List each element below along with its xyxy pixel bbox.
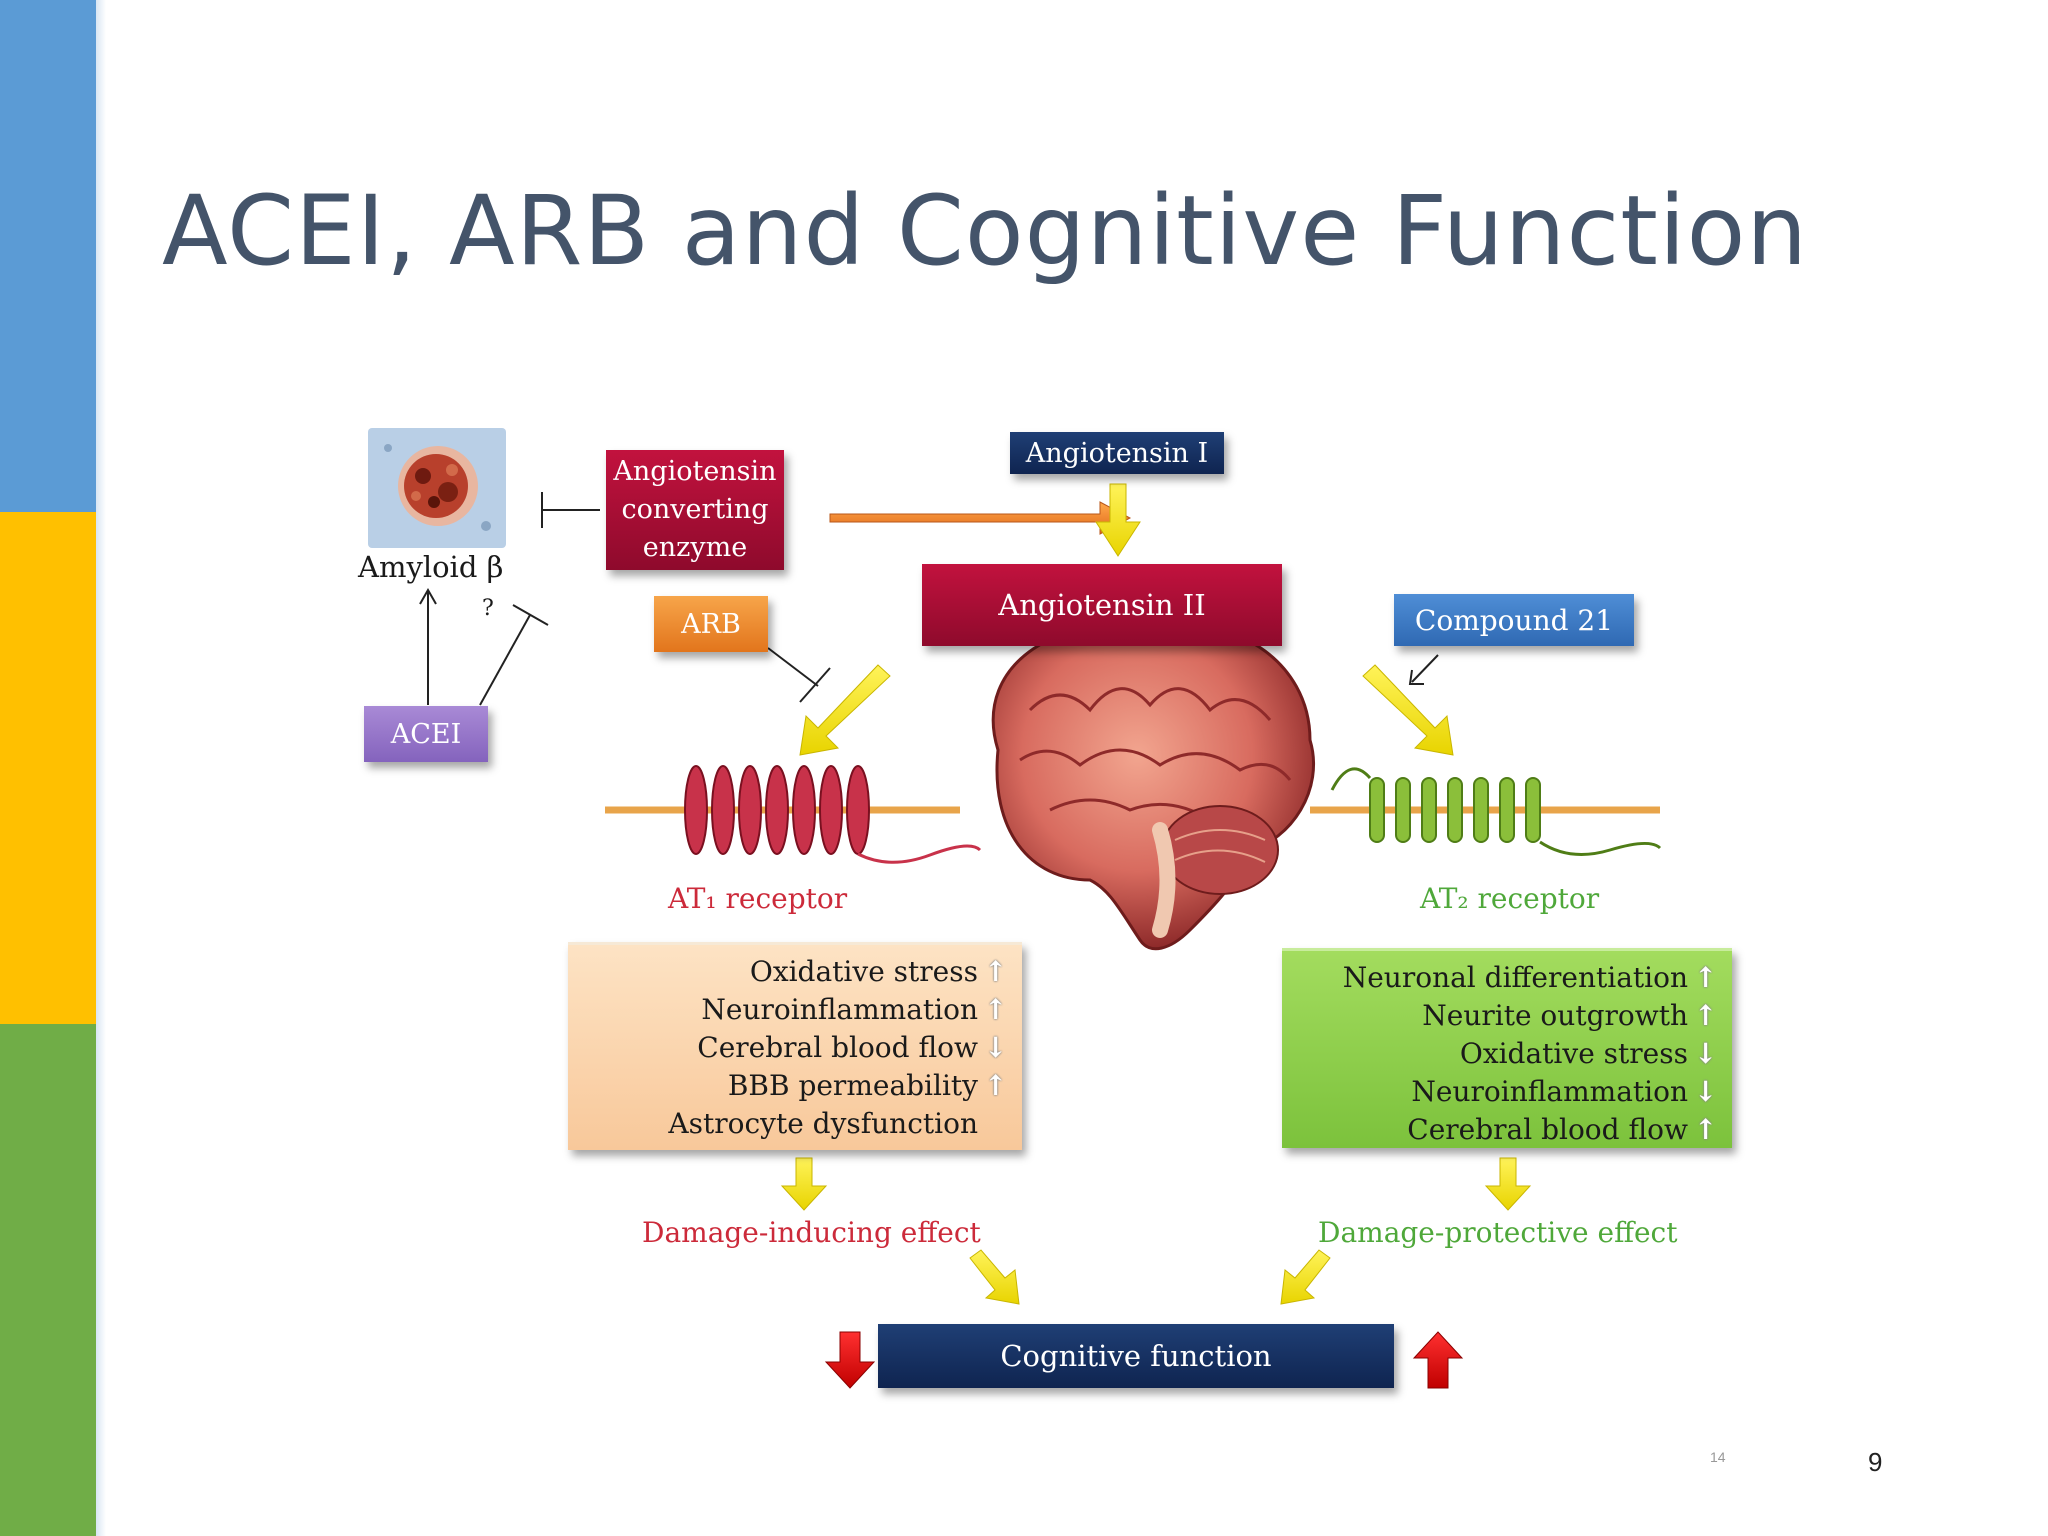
arrow-down-icon: [824, 1331, 876, 1389]
diagram: Amyloid β ? Angiotensin converting enzym…: [330, 410, 1790, 1430]
cognitive-function-box: Cognitive function: [878, 1324, 1394, 1388]
arrow-up-icon: ↑: [984, 1069, 1008, 1102]
at2-effect-row: Oxidative stress↓: [1300, 1035, 1718, 1073]
compound21-to-at2-arrow: [1408, 654, 1439, 685]
at1-effect-row: BBB permeability↑: [586, 1067, 1008, 1105]
ace-conversion-arrow: [829, 501, 1132, 535]
arrow-up-icon: ↑: [1694, 999, 1718, 1032]
at2-effect-label: Neuroinflammation: [1411, 1075, 1688, 1108]
at1-effect-label: Neuroinflammation: [701, 993, 978, 1026]
arb-inhibits-at1-line: [767, 647, 831, 703]
at2-effect-label: Cerebral blood flow: [1407, 1113, 1688, 1146]
acei-box: ACEI: [364, 706, 488, 762]
at1-effect-label: BBB permeability: [727, 1069, 978, 1102]
at2-effects-down-arrow: [1484, 1157, 1532, 1211]
ang1-to-ang2-arrow: [1095, 483, 1141, 557]
arrow-up-icon: ↑: [1694, 961, 1718, 994]
ace-label-line-1: Angiotensin: [613, 456, 777, 487]
acei-inhibits-amyloid-line: [479, 604, 549, 706]
slide-title: ACEI, ARB and Cognitive Function: [162, 175, 1809, 287]
page-number: 9: [1868, 1447, 1883, 1477]
compound21-box: Compound 21: [1394, 594, 1634, 646]
arrow-up-icon: [1412, 1331, 1464, 1389]
at2-receptor-icon: [1310, 767, 1662, 856]
at1-effect-label: Oxidative stress: [749, 955, 978, 988]
damage-inducing-to-cognitive-arrow: [969, 1249, 1020, 1305]
accent-bar-blue: [0, 0, 96, 512]
accent-bar-edge: [96, 0, 106, 1536]
damage-protective-label: Damage-protective effect: [1318, 1216, 1678, 1249]
arrow-down-icon: ↓: [1694, 1037, 1718, 1070]
at2-effects-box: Neuronal differentiation↑ Neurite outgro…: [1282, 948, 1732, 1148]
ace-inhibits-amyloid-line: [541, 492, 600, 528]
amyloid-plaque-icon: [368, 428, 506, 548]
arrow-down-icon: ↓: [1694, 1075, 1718, 1108]
at1-effect-label: Cerebral blood flow: [697, 1031, 978, 1064]
arrow-up-icon: ↑: [984, 993, 1008, 1026]
ace-label-line-2: converting: [621, 494, 769, 525]
at1-effect-label: Astrocyte dysfunction: [668, 1107, 978, 1140]
at1-effect-row: Oxidative stress↑: [586, 953, 1008, 991]
at1-effect-row: Astrocyte dysfunction↑: [586, 1105, 1004, 1143]
at2-effect-row: Neurite outgrowth↑: [1300, 997, 1718, 1035]
at2-effect-row: Neuronal differentiation↑: [1300, 959, 1718, 997]
at2-effect-row: Neuroinflammation↓: [1300, 1073, 1718, 1111]
at1-effects-down-arrow: [780, 1157, 828, 1211]
ang2-to-at2-arrow: [1362, 664, 1454, 756]
at2-effect-label: Neurite outgrowth: [1422, 999, 1688, 1032]
at1-effect-row: Cerebral blood flow↓: [586, 1029, 1008, 1067]
diagram-connectors: [419, 483, 1662, 1389]
ang2-to-at1-arrow: [799, 664, 891, 756]
damage-protective-to-cognitive-arrow: [1280, 1249, 1331, 1305]
at2-effect-label: Neuronal differentiation: [1342, 961, 1688, 994]
ace-box: Angiotensin converting enzyme: [606, 450, 784, 570]
source-page-number: 14: [1710, 1449, 1726, 1465]
damage-inducing-label: Damage-inducing effect: [642, 1216, 981, 1249]
amyloid-label: Amyloid β: [358, 550, 504, 584]
accent-bar-green: [0, 1024, 96, 1536]
ace-label-line-3: enzyme: [642, 532, 748, 563]
unknown-effect-mark: ?: [482, 596, 494, 621]
at2-receptor-label: AT₂ receptor: [1420, 882, 1600, 915]
arrow-down-icon: ↓: [984, 1031, 1008, 1064]
arrow-up-icon: ↑: [1694, 1113, 1718, 1146]
angiotensin-1-box: Angiotensin I: [1010, 432, 1224, 474]
at1-receptor-icon: [605, 765, 982, 864]
at1-effect-row: Neuroinflammation↑: [586, 991, 1008, 1029]
at2-effect-label: Oxidative stress: [1459, 1037, 1688, 1070]
at2-effect-row: Cerebral blood flow↑: [1300, 1111, 1718, 1149]
angiotensin-2-box: Angiotensin II: [922, 564, 1282, 646]
arb-box: ARB: [654, 596, 768, 652]
at1-receptor-label: AT₁ receptor: [668, 882, 848, 915]
brain-icon: [991, 624, 1316, 951]
acei-to-amyloid-arrow: [419, 587, 437, 705]
accent-bar-yellow: [0, 512, 96, 1024]
arrow-up-icon: ↑: [984, 955, 1008, 988]
at1-effects-box: Oxidative stress↑ Neuroinflammation↑ Cer…: [568, 942, 1022, 1150]
